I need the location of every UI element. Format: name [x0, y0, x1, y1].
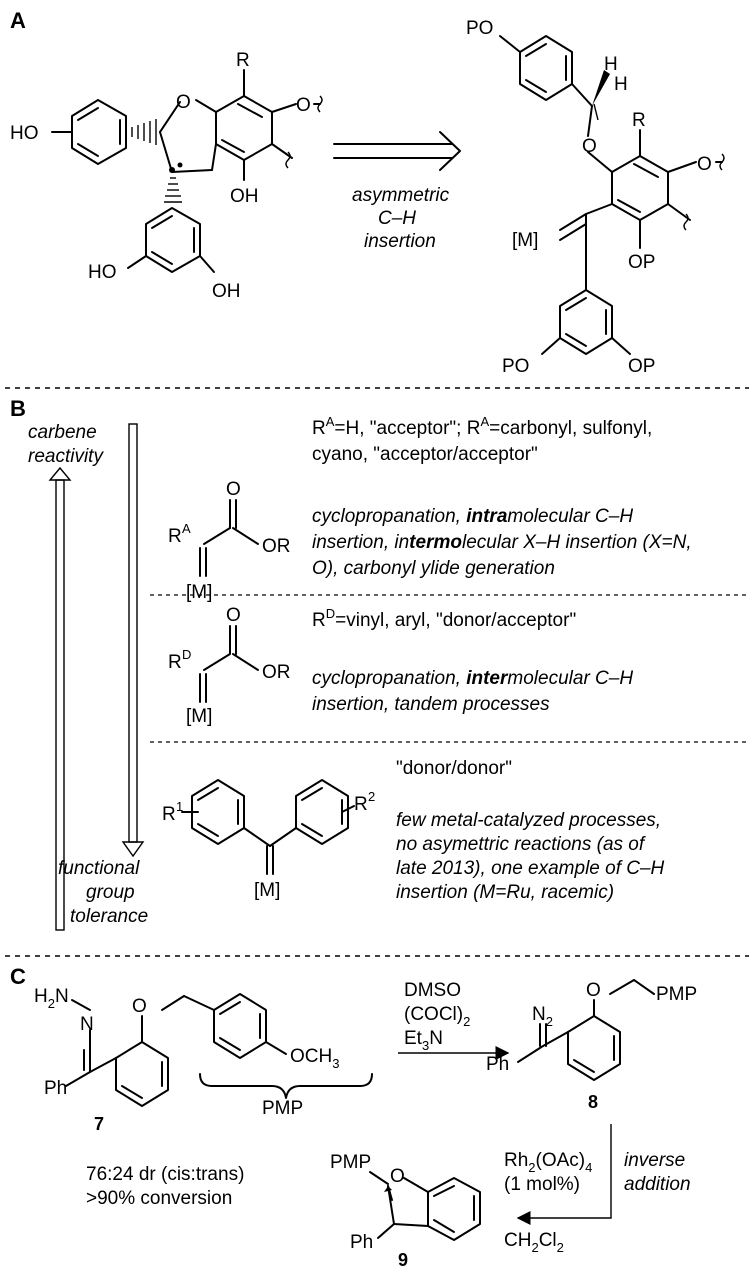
row2-uses-line-1: cyclopropanation, intermolecular C–H [312, 668, 633, 689]
c8-pmp: PMP [656, 984, 697, 1005]
atom-po-top-right: PO [466, 18, 493, 39]
arrow-label-line-1: asymmetric [352, 185, 450, 206]
carbene-reactivity-line-1: carbene [28, 422, 97, 443]
tolerance-down-arrow [121, 423, 145, 858]
c9-ph: Ph [350, 1232, 373, 1253]
row3-r1: R [162, 804, 176, 825]
tolerance-line-2: group [86, 882, 135, 903]
row2-r: R [168, 652, 182, 673]
cond-inverse: inverse [624, 1150, 685, 1171]
atom-op2-right: OP [628, 356, 655, 377]
cond-addition: addition [624, 1174, 691, 1195]
c9-o: O [390, 1166, 405, 1187]
row3-desc: "donor/donor" [396, 758, 512, 779]
row1-uses-line-2: insertion, intermolecular X–H insertion … [312, 532, 692, 553]
atom-ho-left: HO [10, 123, 39, 144]
compound-9-structure [369, 1171, 481, 1241]
tolerance-line-3: tolerance [70, 906, 148, 927]
cond-rh: Rh2(OAc)4 [504, 1150, 592, 1175]
carbene-reactivity-line-2: reactivity [28, 446, 104, 467]
row3-uses-line-2: no asymettric reactions (as of [396, 834, 646, 855]
arrow-label-line-3: insertion [364, 231, 436, 252]
row2-o: O [226, 605, 241, 626]
row1-m: [M] [186, 582, 212, 603]
c8-o: O [586, 980, 601, 1001]
row1-o: O [226, 479, 241, 500]
panel-label-a: A [10, 8, 26, 33]
panel-a-right-structure [499, 35, 725, 355]
c7-h2n: H2N [34, 986, 69, 1011]
c7-n: N [80, 1014, 94, 1035]
atom-ho-bottom-left: HO [88, 262, 117, 283]
c8-n2: N2 [532, 1004, 553, 1029]
reagent-et3n: Et3N [404, 1028, 443, 1053]
row1-uses-line-3: O), carbonyl ylide generation [312, 558, 555, 579]
row3-m: [M] [254, 880, 280, 901]
atom-h2-right: H [614, 74, 628, 95]
c7-ph: Ph [44, 1078, 67, 1099]
row3-r2-sup: 2 [368, 789, 375, 804]
reagent-dmso: DMSO [404, 980, 461, 1001]
c7-label: 7 [94, 1114, 104, 1134]
row3-r1-sup: 1 [176, 799, 183, 814]
row3-r2: R [354, 794, 368, 815]
retrosynthesis-arrow [333, 131, 461, 171]
atom-h1-right: H [604, 54, 618, 75]
row2-uses-line-2: insertion, tandem processes [312, 694, 550, 715]
reactivity-up-arrow [48, 466, 72, 931]
row2-structure [199, 625, 259, 703]
row2-or: OR [262, 662, 291, 683]
row3-uses-line-1: few metal-catalyzed processes, [396, 810, 661, 831]
atom-op1-right: OP [628, 252, 655, 273]
row1-uses-line-1: cyclopropanation, intramolecular C–H [312, 506, 633, 527]
atom-metal-right: [M] [512, 230, 538, 251]
row2-m: [M] [186, 706, 212, 727]
c7-och3: OCH3 [290, 1046, 339, 1071]
result-conversion: >90% conversion [86, 1188, 232, 1209]
compound-8-structure [517, 979, 655, 1081]
reagent-oxalyl: (COCl)2 [404, 1004, 470, 1029]
row1-structure [199, 499, 259, 577]
row1-r-sup: A [182, 521, 191, 536]
atom-oh-bottom-left: OH [212, 281, 241, 302]
atom-o-ring-left: O [176, 92, 191, 113]
row1-desc-line-2: cyano, "acceptor/acceptor" [312, 444, 538, 465]
atom-r-left: R [236, 50, 250, 71]
tolerance-line-1: functional [58, 858, 140, 879]
arrow-label-line-2: C–H [378, 208, 416, 229]
atom-oh-right-left: OH [230, 186, 259, 207]
panel-label-b: B [10, 396, 26, 421]
row1-desc-line-1: RA=H, "acceptor"; RA=carbonyl, sulfonyl, [312, 414, 652, 439]
atom-o-sub-right: O [697, 154, 712, 175]
atom-po-bottom-right: PO [502, 356, 529, 377]
panel-label-c: C [10, 964, 26, 989]
c8-ph: Ph [486, 1054, 509, 1075]
row3-structure [181, 779, 355, 875]
panel-a-left-structure [51, 69, 323, 273]
result-dr: 76:24 dr (cis:trans) [86, 1164, 244, 1185]
c8-label: 8 [588, 1092, 598, 1112]
c7-o: O [132, 996, 147, 1017]
row1-or: OR [262, 536, 291, 557]
c7-pmp: PMP [262, 1098, 303, 1119]
reaction-arrow-2 [516, 1124, 612, 1225]
atom-o-ether-right: O [582, 136, 597, 157]
atom-o-sub-left: O [296, 95, 311, 116]
c9-pmp: PMP [330, 1152, 371, 1173]
compound-7-structure [65, 993, 373, 1107]
row1-r: R [168, 526, 182, 547]
atom-r-right: R [632, 110, 646, 131]
row3-uses-line-3: late 2013), one example of C–H [396, 858, 665, 879]
row2-desc-line-1: RD=vinyl, aryl, "donor/acceptor" [312, 606, 576, 631]
cond-mol: (1 mol%) [504, 1174, 580, 1195]
c9-label: 9 [398, 1250, 408, 1269]
cond-solvent: CH2Cl2 [504, 1230, 564, 1255]
row3-uses-line-4: insertion (M=Ru, racemic) [396, 882, 614, 903]
row2-r-sup: D [182, 647, 191, 662]
